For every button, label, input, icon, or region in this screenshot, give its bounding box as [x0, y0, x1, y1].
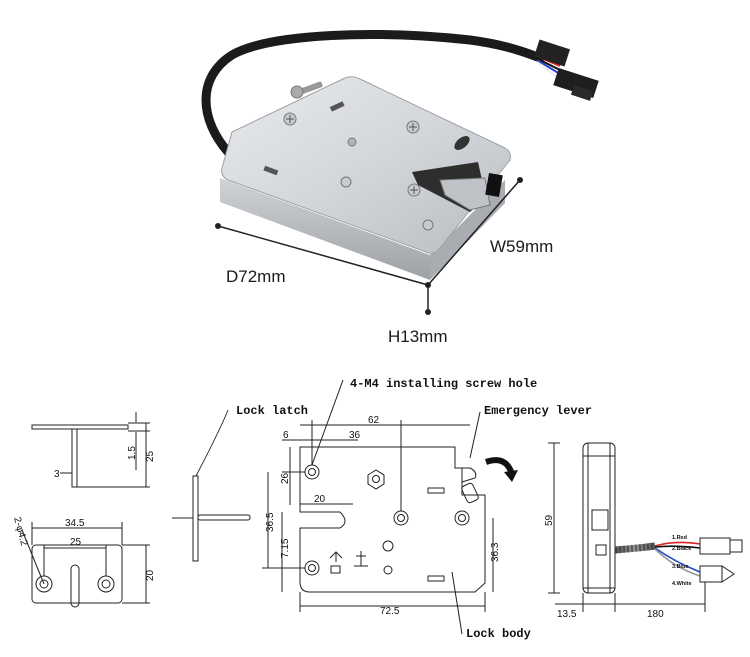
depth-label: D72mm [226, 267, 286, 286]
wire-label-1: 1.Red [672, 535, 687, 541]
wire-label-3: 3.Blue [672, 564, 689, 570]
dim-62: 62 [368, 415, 380, 426]
top-screw [290, 81, 323, 99]
wire-labels: 1.Red 2.Black 3.Blue 4.White [672, 535, 692, 587]
dim-36-3: 36.3 [490, 542, 501, 562]
dim-hole-diameter: 2-φ4.2 [11, 516, 29, 548]
latch-plate-top [31, 424, 129, 430]
latch-stem [71, 428, 78, 488]
lock-side-drawing [548, 442, 706, 612]
body-dimension-text: 62 6 36 26 20 36.5 7.15 36.3 72.5 [265, 415, 501, 617]
dim-20: 20 [145, 569, 156, 581]
body-symbols [329, 551, 368, 574]
dim-36-5: 36.5 [265, 512, 276, 532]
lock-body-outline [299, 446, 486, 593]
dim-25-width: 25 [70, 537, 82, 548]
latch-drawing [21, 412, 150, 608]
wire-label-2: 2.Black [672, 546, 692, 552]
dim-13-5: 13.5 [557, 609, 577, 620]
dim-26: 26 [280, 472, 291, 484]
latch-hole-right [97, 575, 115, 593]
dim-36: 36 [349, 430, 361, 441]
mount-hole-top [304, 464, 320, 480]
latch-dimension-text: 1.5 25 3 34.5 25 20 2-φ4.2 [11, 446, 156, 581]
dim-59: 59 [544, 514, 555, 526]
lock-body-drawing [262, 379, 494, 635]
dim-6: 6 [283, 430, 289, 441]
callout-emergency-lever: Emergency lever [484, 404, 592, 418]
dim-7-15: 7.15 [280, 538, 291, 558]
dim-34-5: 34.5 [65, 518, 85, 529]
callout-screw-hole: 4-M4 installing screw hole [350, 377, 537, 391]
wire-label-4: 4.White [672, 581, 692, 587]
dim-1-5: 1.5 [127, 446, 138, 460]
latch-bolt [439, 177, 491, 211]
face-screws [283, 112, 434, 231]
photo-dimension-lines [215, 177, 523, 315]
dim-180: 180 [647, 609, 664, 620]
dim-20-body: 20 [314, 494, 326, 505]
lock-side-face [220, 178, 430, 280]
side-body-outline [582, 442, 616, 594]
latch-plate-front [31, 544, 123, 604]
connector-plug [534, 39, 599, 101]
latch-slot [70, 564, 80, 608]
dim-72-5: 72.5 [380, 606, 400, 617]
dim-25-height: 25 [145, 450, 156, 462]
mount-hole-center [393, 510, 409, 526]
side-wires [654, 541, 701, 577]
cable [201, 30, 545, 157]
callout-lock-latch: Lock latch [236, 404, 308, 418]
hex-nut [367, 469, 385, 490]
side-connectors [699, 537, 743, 583]
width-label: W59mm [490, 237, 553, 256]
side-dimension-text: 59 13.5 180 [544, 514, 664, 620]
mount-hole-bottom [304, 560, 320, 576]
callout-lock-body: Lock body [466, 627, 531, 641]
product-photo: D72mm W59mm H13mm [201, 30, 599, 346]
height-label: H13mm [388, 327, 448, 346]
latch-side-view [172, 409, 251, 562]
dim-3: 3 [54, 469, 60, 480]
